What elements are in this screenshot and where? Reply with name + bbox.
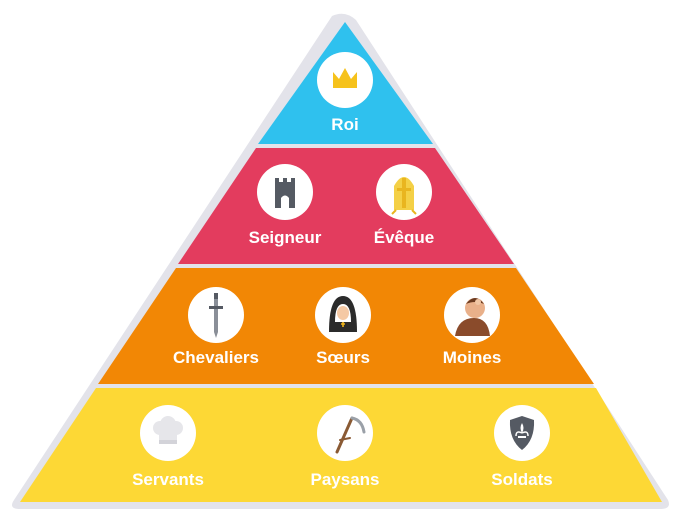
tier-label: Évêque [374,228,434,247]
tier-label: Paysans [311,470,380,489]
tier-4-item-servants: Servants [132,405,204,489]
bishop-mitre-icon [391,177,417,215]
shield-fleur-de-lis-icon [509,416,535,450]
scythe-icon [335,416,366,454]
castle-tower-icon [275,178,295,208]
crown-icon [333,68,357,88]
tier-2-item-eveque: Évêque [374,164,434,247]
tier-label: Moines [443,348,502,367]
tier-3-item-soeurs: Sœurs [315,287,371,367]
tier-label: Sœurs [316,348,370,367]
monk-icon [455,298,490,336]
tier-label: Servants [132,470,204,489]
tier-1-item-roi: Roi [317,52,373,134]
nun-icon [329,296,357,332]
tier-label: Seigneur [249,228,322,247]
tier-3-item-chevaliers: Chevaliers [173,287,259,367]
tier-label: Soldats [491,470,552,489]
tier-label: Roi [331,115,358,134]
tier-2-band [178,148,514,264]
tier-4-item-paysans: Paysans [311,405,380,489]
tier-3-item-moines: Moines [443,287,502,367]
sword-icon [209,293,223,338]
tier-2-item-seigneur: Seigneur [249,164,322,247]
tier-4-item-soldats: Soldats [491,405,553,489]
tier-label: Chevaliers [173,348,259,367]
chef-hat-icon [153,416,183,444]
